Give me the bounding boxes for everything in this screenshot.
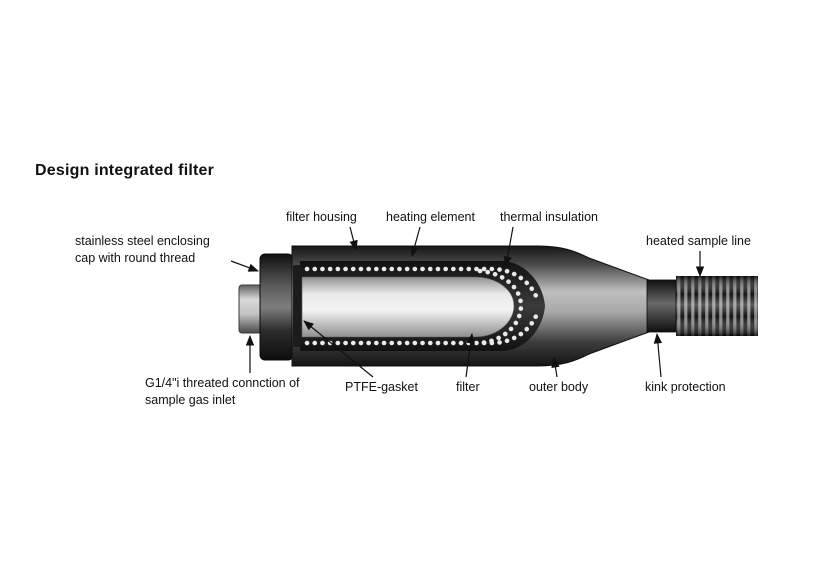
part-thermal-insulation-dots-top	[304, 266, 539, 299]
label-filter-housing: filter housing	[286, 210, 357, 224]
label-enclosing-cap: stainless steel enclosing cap with round…	[75, 233, 210, 267]
page-title: Design integrated filter	[35, 162, 215, 179]
label-ptfe-gasket: PTFE-gasket	[345, 380, 418, 394]
part-enclosing-cap	[259, 253, 294, 361]
label-heated-sample-line: heated sample line	[646, 234, 751, 248]
arrow-enclosing-cap	[230, 260, 259, 272]
part-heated-sample-line-shading	[676, 276, 758, 336]
arrow-filter-housing	[349, 226, 358, 252]
part-thermal-insulation-dots-bottom	[304, 313, 539, 346]
label-enclosing-cap-line2: cap with round thread	[75, 251, 196, 265]
part-ptfe-gasket	[293, 265, 302, 347]
arrow-thermal-insulation	[503, 226, 514, 268]
label-gas-inlet: G1/4"i threated connction of sample gas …	[145, 375, 300, 409]
label-thermal-insulation: thermal insulation	[500, 210, 598, 224]
part-kink-protection	[646, 279, 677, 333]
arrow-ptfe-gasket	[303, 320, 374, 378]
label-heating-element: heating element	[386, 210, 475, 224]
leader-arrows	[230, 226, 705, 378]
label-kink-protection: kink protection	[645, 380, 726, 394]
arrow-kink-protection	[653, 332, 663, 378]
arrow-outer-body	[551, 356, 560, 378]
part-filter-element	[301, 276, 515, 338]
label-filter: filter	[456, 380, 480, 394]
label-enclosing-cap-line1: stainless steel enclosing	[75, 234, 210, 248]
label-gas-inlet-line2: sample gas inlet	[145, 393, 236, 407]
arrow-heating-element	[410, 226, 421, 258]
label-gas-inlet-line1: G1/4"i threated connction of	[145, 376, 300, 390]
arrow-filter	[465, 332, 475, 378]
label-outer-body: outer body	[529, 380, 589, 394]
part-thermal-insulation-dots-tip	[477, 268, 524, 346]
device	[238, 245, 758, 367]
